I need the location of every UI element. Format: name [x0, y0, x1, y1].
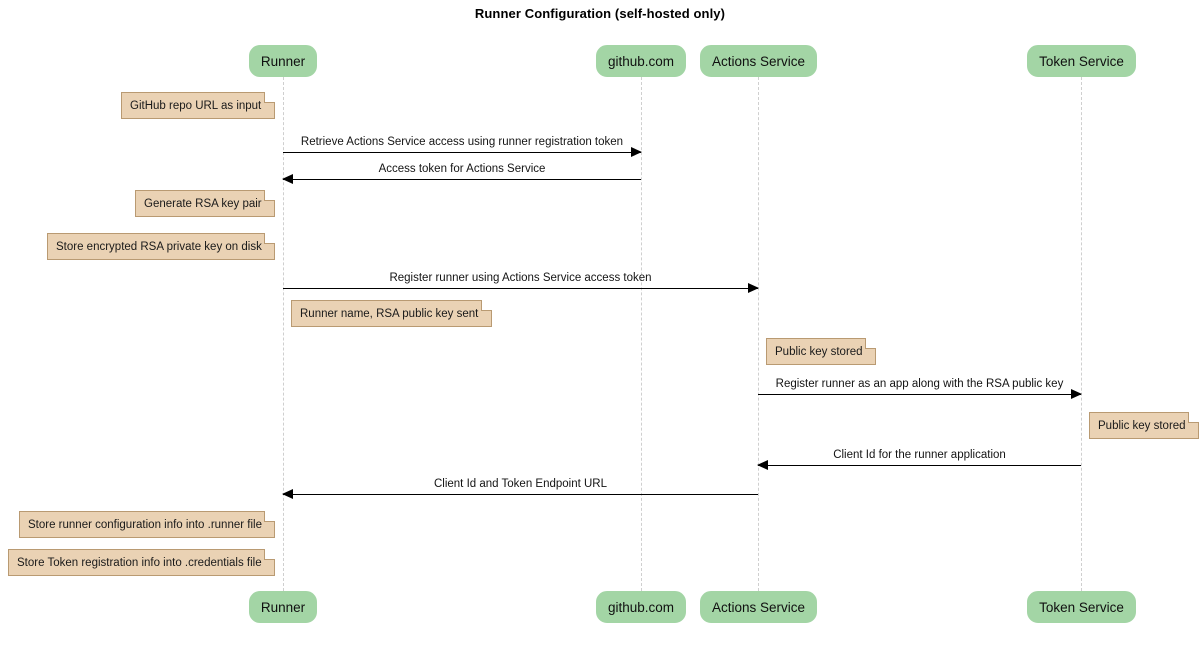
lifeline-github [641, 77, 642, 591]
participant-runner-bottom[interactable]: Runner [249, 591, 317, 623]
note-8: Store Token registration info into .cred… [8, 549, 275, 576]
note-7: Store runner configuration info into .ru… [19, 511, 275, 538]
note-text: Store encrypted RSA private key on disk [56, 240, 262, 253]
message-line [283, 152, 641, 153]
note-text: GitHub repo URL as input [130, 99, 262, 112]
note-fold-corner-icon [264, 549, 275, 560]
note-fold-corner-icon [264, 233, 275, 244]
participant-actions-bottom[interactable]: Actions Service [700, 591, 817, 623]
note-text: Runner name, RSA public key sent [300, 307, 479, 320]
arrowhead-icon [282, 489, 293, 499]
note-2: Generate RSA key pair [135, 190, 275, 217]
note-fold-corner-icon [264, 190, 275, 201]
note-5: Public key stored [766, 338, 876, 365]
message-label: Register runner using Actions Service ac… [389, 272, 652, 284]
note-4: Runner name, RSA public key sent [291, 300, 492, 327]
participant-runner-top[interactable]: Runner [249, 45, 317, 77]
note-3: Store encrypted RSA private key on disk [47, 233, 275, 260]
message-label: Register runner as an app along with the… [775, 378, 1064, 390]
participant-actions-top[interactable]: Actions Service [700, 45, 817, 77]
message-label: Client Id and Token Endpoint URL [433, 478, 608, 490]
message-line [758, 465, 1081, 466]
participant-github-top[interactable]: github.com [596, 45, 686, 77]
message-label: Access token for Actions Service [378, 163, 546, 175]
message-line [283, 288, 758, 289]
note-6: Public key stored [1089, 412, 1199, 439]
message-line [283, 494, 758, 495]
message-label: Client Id for the runner application [833, 449, 1006, 461]
arrowhead-icon [282, 174, 293, 184]
note-fold-corner-icon [481, 300, 492, 311]
lifeline-token [1081, 77, 1082, 591]
lifeline-actions [758, 77, 759, 591]
note-1: GitHub repo URL as input [121, 92, 275, 119]
message-line [758, 394, 1081, 395]
note-fold-corner-icon [264, 511, 275, 522]
note-text: Store Token registration info into .cred… [17, 556, 262, 569]
message-line [283, 179, 641, 180]
participant-token-top[interactable]: Token Service [1027, 45, 1136, 77]
arrowhead-icon [748, 283, 759, 293]
note-fold-corner-icon [264, 92, 275, 103]
note-fold-corner-icon [865, 338, 876, 349]
note-text: Public key stored [1098, 419, 1186, 432]
note-fold-corner-icon [1188, 412, 1199, 423]
participant-token-bottom[interactable]: Token Service [1027, 591, 1136, 623]
arrowhead-icon [631, 147, 642, 157]
note-text: Public key stored [775, 345, 863, 358]
page-title: Runner Configuration (self-hosted only) [474, 6, 726, 21]
note-text: Store runner configuration info into .ru… [28, 518, 262, 531]
participant-github-bottom[interactable]: github.com [596, 591, 686, 623]
lifeline-runner [283, 77, 284, 591]
message-label: Retrieve Actions Service access using ru… [300, 136, 624, 148]
arrowhead-icon [757, 460, 768, 470]
arrowhead-icon [1071, 389, 1082, 399]
note-text: Generate RSA key pair [144, 197, 262, 210]
